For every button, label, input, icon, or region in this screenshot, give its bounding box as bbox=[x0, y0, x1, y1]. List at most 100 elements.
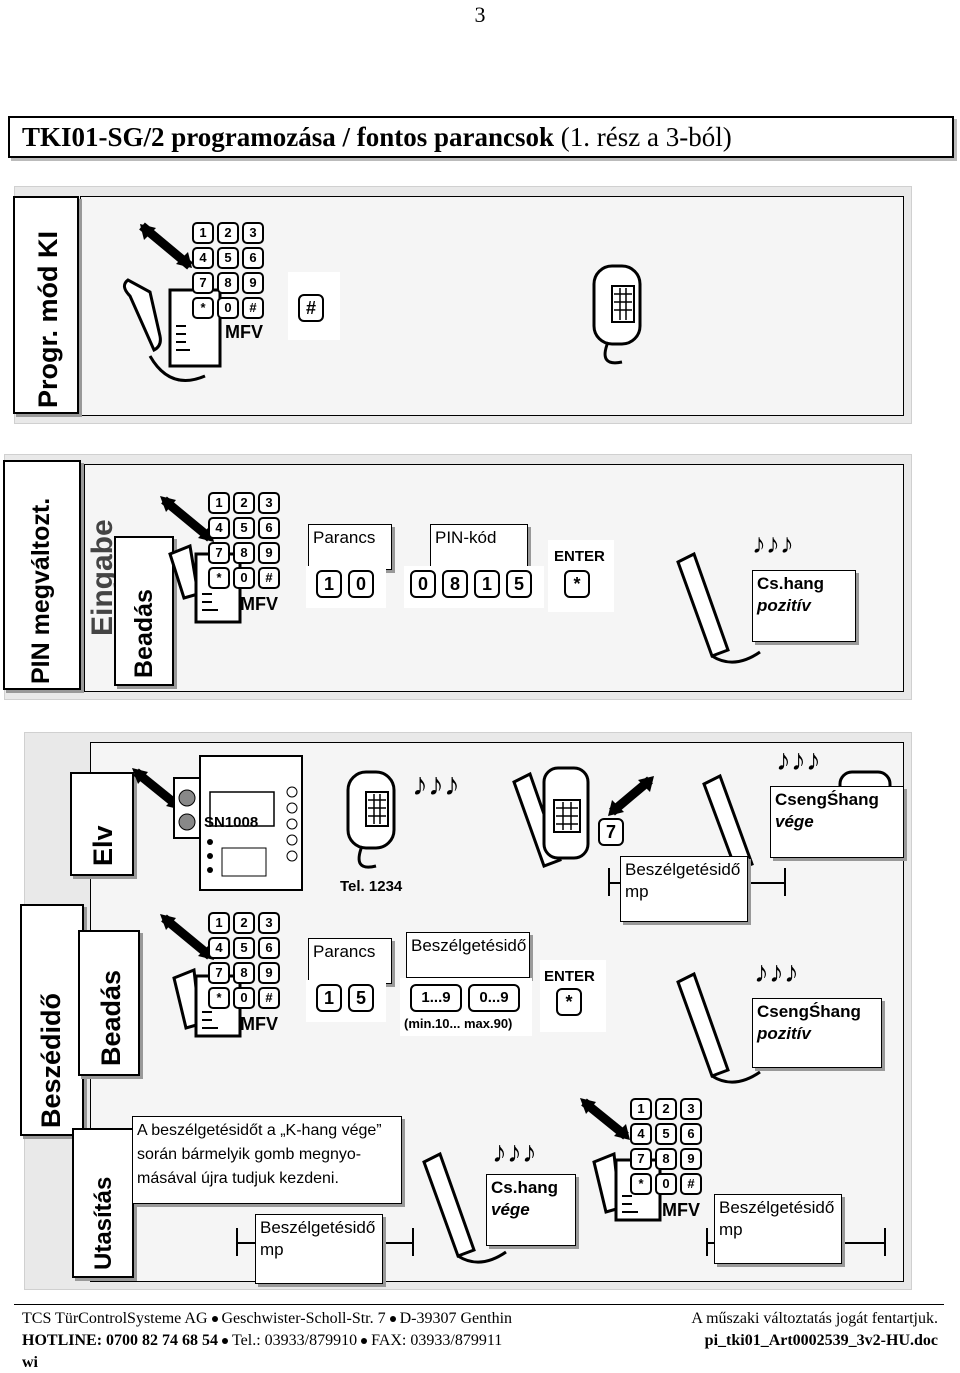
key-star: * bbox=[208, 987, 230, 1009]
range-key-units: 0...9 bbox=[468, 984, 520, 1012]
range-note: (min.10... max.90) bbox=[404, 1016, 513, 1031]
cs-hang-end-status: vége bbox=[491, 1200, 530, 1219]
key-7: 7 bbox=[208, 542, 230, 564]
key-6: 6 bbox=[680, 1123, 702, 1145]
key-0: 0 bbox=[217, 297, 239, 319]
pin-key-1: 1 bbox=[474, 570, 500, 598]
key-7: 7 bbox=[630, 1148, 652, 1170]
mfv-brand-3: MFV bbox=[240, 1014, 278, 1034]
title-normal: (1. rész a 3-ból) bbox=[554, 122, 732, 152]
key-2: 2 bbox=[233, 492, 255, 514]
instruction-note: A beszélgetésidőt a „K-hang vége” során … bbox=[132, 1116, 402, 1204]
key-hash: # bbox=[258, 987, 280, 1009]
key-9: 9 bbox=[680, 1148, 702, 1170]
mfv-brand-4: MFV bbox=[662, 1200, 700, 1220]
handset-wall-phone-icon-3b bbox=[512, 766, 654, 868]
footer-tel: Tel.: 03933/879910 bbox=[232, 1332, 358, 1349]
key-7: 7 bbox=[192, 272, 214, 294]
enter-key-2: * bbox=[564, 570, 590, 598]
wall-phone-icon-1 bbox=[592, 264, 642, 365]
side-label-box-3: Beszédidő bbox=[20, 904, 84, 1136]
cs-hang-end-label: Cs.hang vége bbox=[486, 1174, 576, 1246]
handset-result-icon-2 bbox=[676, 551, 761, 664]
speech-time-label-1: Beszélgetésidő mp bbox=[620, 856, 748, 922]
bell-positive-title: CsengŚhang bbox=[757, 1002, 861, 1021]
key-star: * bbox=[208, 567, 230, 589]
footer-fax: FAX: 03933/879911 bbox=[371, 1332, 503, 1349]
instruction-line-3: másával újra tudjuk kezdeni. bbox=[137, 1170, 339, 1187]
key-1: 1 bbox=[192, 222, 214, 244]
key-star: * bbox=[630, 1173, 652, 1195]
key-2: 2 bbox=[217, 222, 239, 244]
key-8: 8 bbox=[233, 962, 255, 984]
speech-time-unit-2: mp bbox=[260, 1240, 284, 1259]
keypad-3: 1 2 3 4 5 6 7 8 9 * 0 # bbox=[208, 912, 280, 1012]
key-3: 3 bbox=[680, 1098, 702, 1120]
footer-rule bbox=[14, 1304, 944, 1305]
music-notes-icon-3e: ♪♪♪ bbox=[492, 1136, 537, 1169]
cs-hang-end-title: Cs.hang bbox=[491, 1178, 559, 1197]
cmd-key-0: 0 bbox=[348, 570, 374, 598]
key-0: 0 bbox=[233, 567, 255, 589]
hash-key: # bbox=[298, 294, 324, 322]
cmd-key-5-3: 5 bbox=[348, 984, 374, 1012]
key-hash: # bbox=[242, 297, 264, 319]
footer-doc: pi_tki01_Art0002539_3v2-HU.doc bbox=[704, 1332, 938, 1349]
key-5: 5 bbox=[655, 1123, 677, 1145]
cmd-key-1: 1 bbox=[316, 570, 342, 598]
time-span-tick-1a bbox=[608, 868, 610, 896]
side-label-box-1: Progr. mód KI bbox=[13, 196, 79, 414]
key-1: 1 bbox=[208, 492, 230, 514]
key-8: 8 bbox=[217, 272, 239, 294]
tel-number-label: Tel. 1234 bbox=[340, 878, 403, 895]
key-hash: # bbox=[258, 567, 280, 589]
time-span-tick-1b bbox=[784, 868, 786, 896]
bell-end-title: CsengŚhang bbox=[775, 790, 879, 809]
cmd-key-1-3: 1 bbox=[316, 984, 342, 1012]
key-hash: # bbox=[680, 1173, 702, 1195]
keypad-4: 1 2 3 4 5 6 7 8 9 * 0 # bbox=[630, 1098, 702, 1198]
bell-end-label: CsengŚhang vége bbox=[770, 786, 904, 858]
speech-time-unit-1: mp bbox=[625, 882, 649, 901]
range-key-tens: 1...9 bbox=[410, 984, 462, 1012]
cs-hang-positive-label: Cs.hang pozitív bbox=[752, 570, 856, 642]
speech-time-text-1: Beszélgetésidő bbox=[625, 860, 741, 879]
key-star: * bbox=[192, 297, 214, 319]
keypad-1: 1 2 3 4 5 6 7 8 9 * 0 # bbox=[192, 222, 264, 322]
door-station-icon bbox=[132, 755, 303, 891]
key-2: 2 bbox=[233, 912, 255, 934]
mfv-brand-1: MFV bbox=[225, 322, 263, 342]
side-label-pin-changed: PIN megváltozt. bbox=[27, 497, 55, 684]
key-9: 9 bbox=[242, 272, 264, 294]
side-label-box-2: PIN megváltozt. bbox=[3, 460, 81, 690]
footer-contacts: HOTLINE: 0700 82 74 68 54 Tel.: 03933/879… bbox=[22, 1332, 502, 1350]
elv-label: Elv bbox=[88, 825, 118, 866]
handset-icon-3e bbox=[422, 1151, 507, 1264]
beadas-box-3: Beadás bbox=[78, 930, 140, 1076]
footer-company: TCS TürControlSysteme AG bbox=[22, 1310, 208, 1327]
beadas-label-3: Beadás bbox=[96, 969, 126, 1066]
time-span-tick-3a bbox=[706, 1228, 708, 1256]
key-8: 8 bbox=[233, 542, 255, 564]
mfv-brand-2: MFV bbox=[240, 594, 278, 614]
keypad-2: 1 2 3 4 5 6 7 8 9 * 0 # bbox=[208, 492, 280, 592]
title-bold: TKI01-SG/2 programozása / fontos parancs… bbox=[22, 122, 555, 152]
elv-box: Elv bbox=[70, 772, 134, 876]
time-span-tick-3b bbox=[884, 1228, 886, 1256]
key-6: 6 bbox=[258, 937, 280, 959]
page-title: TKI01-SG/2 programozása / fontos parancs… bbox=[8, 116, 954, 158]
pin-key-0: 0 bbox=[410, 570, 436, 598]
utasitas-box: Utasítás bbox=[72, 1128, 134, 1278]
key-4: 4 bbox=[208, 517, 230, 539]
key-5: 5 bbox=[217, 247, 239, 269]
utasitas-label: Utasítás bbox=[90, 1176, 117, 1270]
parancs-label-3: Parancs bbox=[308, 938, 392, 984]
enter-key-3: * bbox=[556, 988, 582, 1016]
pin-key-8: 8 bbox=[442, 570, 468, 598]
key-0: 0 bbox=[233, 987, 255, 1009]
pin-code-label: PIN-kód bbox=[430, 524, 528, 570]
device-model-label: SN1008 bbox=[204, 814, 259, 831]
key-6: 6 bbox=[258, 517, 280, 539]
speech-time-text-3: Beszélgetésidő bbox=[719, 1198, 835, 1217]
footer-hotline: HOTLINE: 0700 82 74 68 54 bbox=[22, 1332, 219, 1349]
